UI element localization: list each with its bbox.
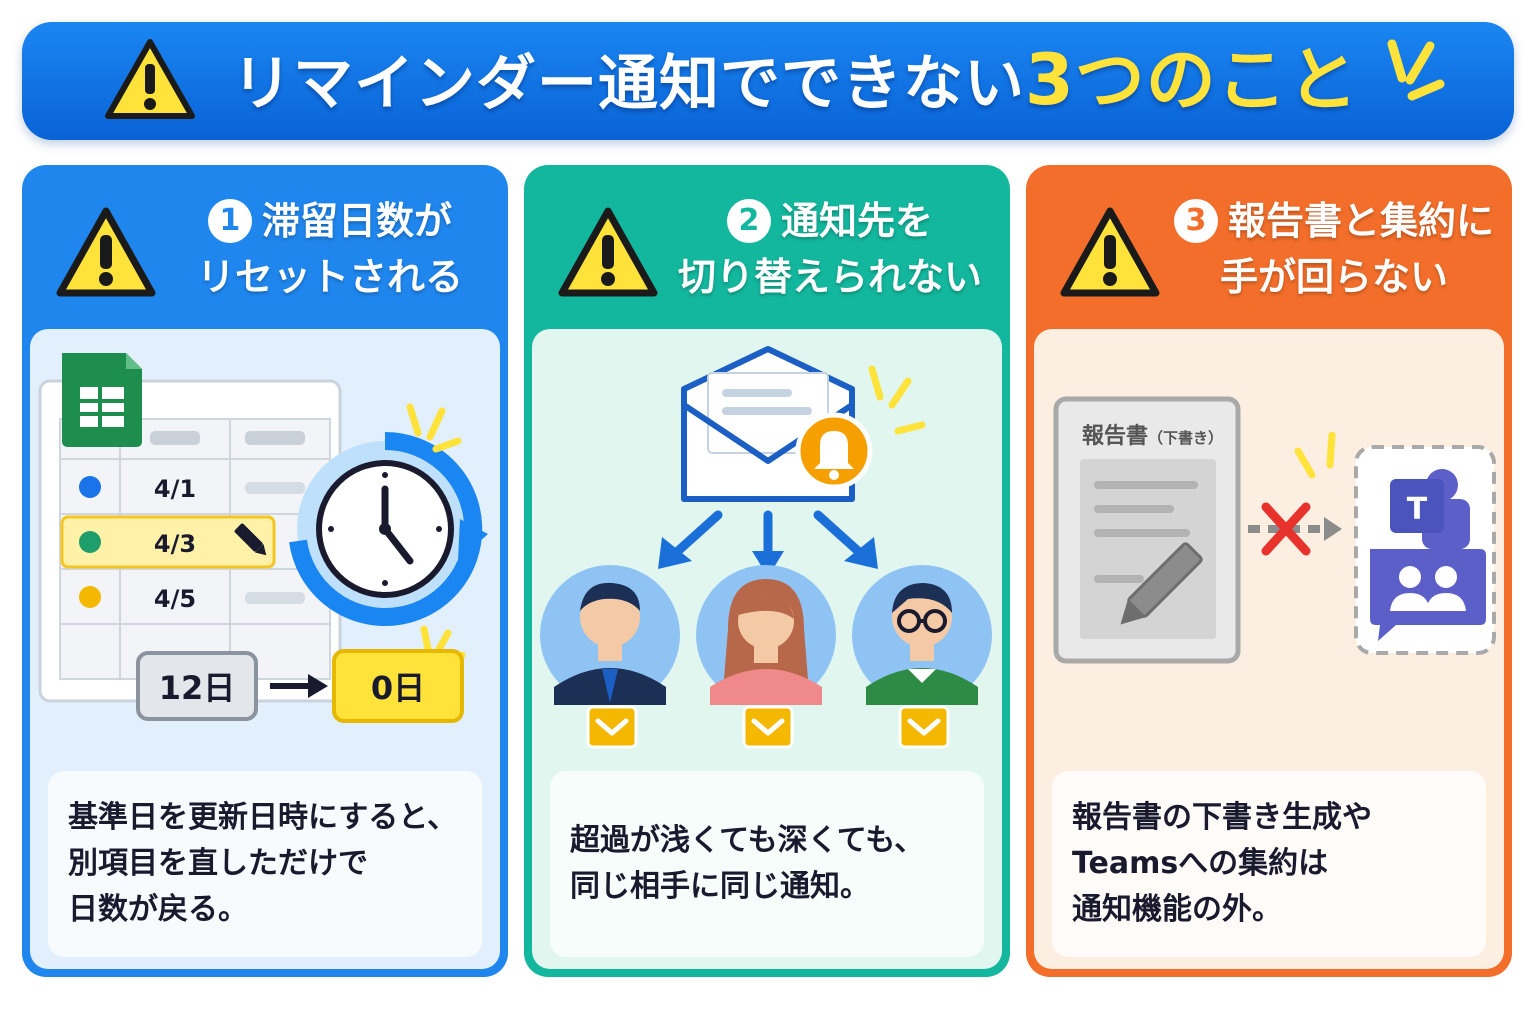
person-avatar-icon xyxy=(852,565,992,705)
cross-icon xyxy=(1261,502,1311,556)
description-line: 同じ相手に同じ通知。 xyxy=(570,869,870,904)
after-days-badge xyxy=(332,649,464,723)
page-title: リマインダー通知でできない3つのこと xyxy=(232,30,1359,130)
sparkle-icon xyxy=(1294,431,1336,479)
dashed-arrow-icon xyxy=(1248,517,1342,541)
status-dot-blue xyxy=(79,476,101,498)
sparkle-icon xyxy=(868,365,926,435)
teams-logo-icon: T xyxy=(1390,469,1470,549)
person-avatar-icon xyxy=(696,565,836,705)
warning-icon xyxy=(558,207,658,297)
title-accent: 3つのこと xyxy=(1025,39,1359,121)
svg-text:報告書（下書き）: 報告書（下書き） xyxy=(1082,423,1223,449)
date-cell: 4/1 xyxy=(154,475,196,503)
title-main: リマインダー通知でできない xyxy=(232,49,1025,119)
panel-title-line2: 手が回らない xyxy=(1219,255,1448,299)
warning-icon xyxy=(56,207,156,297)
arrow-right-icon xyxy=(270,674,328,698)
date-cell: 4/5 xyxy=(154,585,196,613)
sparkle-icon xyxy=(1387,39,1445,101)
person-avatar-icon xyxy=(540,565,680,705)
panel-body: 4/1 4/3 4/5 xyxy=(30,329,500,969)
description-line: 通知機能の外。 xyxy=(1072,892,1282,927)
bell-icon xyxy=(795,412,873,490)
status-dot-yellow xyxy=(79,586,101,608)
date-cell: 4/3 xyxy=(154,530,196,558)
clock-reset-icon xyxy=(289,432,488,626)
report-label: 報告書 xyxy=(1082,423,1148,449)
description-line: Teamsへの集約は xyxy=(1072,846,1329,881)
panel-number: 3 xyxy=(1173,199,1218,243)
panel-title-line1: 滞留日数が xyxy=(261,199,452,243)
panel-title-line1: 通知先を xyxy=(780,199,933,243)
notification-fanout-illustration xyxy=(540,346,992,749)
report-teams-illustration: 報告書（下書き） xyxy=(1053,396,1496,664)
pencil-icon xyxy=(234,523,267,556)
description-line: 日数が戻る。 xyxy=(68,892,248,927)
sheets-logo-icon xyxy=(62,353,142,447)
status-dot-green xyxy=(79,531,101,553)
panel-title-line2: 切り替えられない xyxy=(677,255,982,299)
description-line: 基準日を更新日時にすると、 xyxy=(68,800,458,835)
description-line: 超過が浅くても深くても、 xyxy=(570,823,925,858)
description-line: 別項目を直しただけで xyxy=(68,846,368,881)
panel-title-line2: リセットされる xyxy=(196,255,463,299)
panel-description: 超過が浅くても深くても、 同じ相手に同じ通知。 xyxy=(550,771,984,957)
chat-group-icon xyxy=(1370,549,1486,641)
arrow-down-icon xyxy=(658,510,878,577)
mail-badge-icon xyxy=(586,705,950,749)
panel-number: 2 xyxy=(726,199,771,243)
report-document-icon: 報告書（下書き） xyxy=(1053,396,1241,664)
title-banner xyxy=(22,22,1514,140)
panel-number: 1 xyxy=(207,199,252,243)
report-sub-label: （下書き） xyxy=(1148,429,1223,447)
after-days: 0日 xyxy=(371,669,425,707)
warning-icon xyxy=(105,39,195,119)
before-days-badge xyxy=(136,651,258,721)
before-days: 12日 xyxy=(159,669,236,707)
panel-description: 報告書の下書き生成や Teamsへの集約は 通知機能の外。 xyxy=(1052,771,1486,957)
pencil-icon xyxy=(1120,542,1203,625)
panel-title-line1: 報告書と集約に xyxy=(1227,199,1494,243)
teams-letter: T xyxy=(1407,492,1428,527)
spreadsheet-reset-illustration: 4/1 4/3 4/5 xyxy=(38,353,488,723)
warning-icon xyxy=(1060,207,1160,297)
panel-body: 超過が浅くても深くても、 同じ相手に同じ通知。 xyxy=(532,329,1002,969)
description-line: 報告書の下書き生成や xyxy=(1072,800,1372,835)
panel-description: 基準日を更新日時にすると、 別項目を直しただけで 日数が戻る。 xyxy=(48,771,482,957)
panel-body: 報告書（下書き） xyxy=(1034,329,1504,969)
